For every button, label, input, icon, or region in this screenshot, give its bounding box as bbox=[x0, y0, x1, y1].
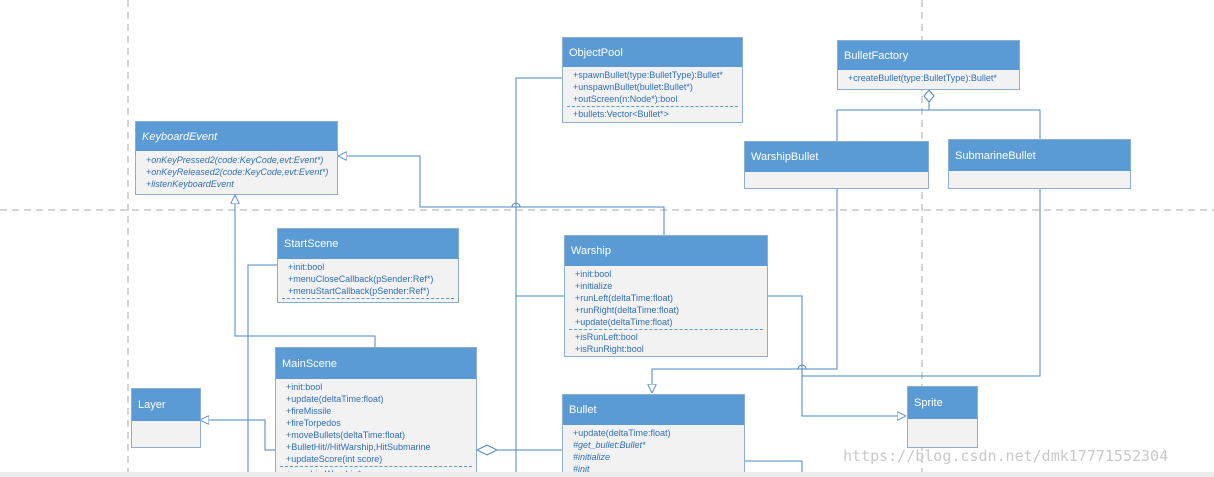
method: +runRight(deltaTime:float) bbox=[575, 305, 679, 315]
connector-bulletfactory-subclasses bbox=[836, 109, 1041, 141]
method: #init bbox=[573, 464, 590, 474]
class-warship[interactable]: Warship +init:bool +initialize +runLeft(… bbox=[564, 235, 768, 357]
member-separator bbox=[569, 329, 763, 330]
member-separator bbox=[567, 106, 738, 107]
method: #get_bullet:Bullet* bbox=[573, 440, 646, 450]
method: +fireTorpedos bbox=[286, 418, 341, 428]
method: +outScreen(n:Node*):bool bbox=[573, 94, 678, 104]
class-body: +init:bool +initialize +runLeft(deltaTim… bbox=[565, 266, 767, 356]
bottom-edge-bar bbox=[0, 472, 1214, 477]
connector-mainscene-layer bbox=[200, 420, 276, 451]
aggregation-diamond-bulletfactory bbox=[923, 89, 935, 103]
method: +fireMissile bbox=[286, 406, 332, 416]
class-body: +init:bool +menuCloseCallback(pSender:Re… bbox=[278, 259, 458, 302]
class-name: StartScene bbox=[278, 229, 458, 259]
class-name: Layer bbox=[132, 389, 200, 421]
connector-bus-objectpool bbox=[515, 77, 562, 477]
watermark: https://blog.csdn.net/dmk17771552304 bbox=[843, 447, 1169, 465]
connector-submarinebullet-bullet bbox=[802, 189, 1041, 377]
connector-warshipbullet-bullet bbox=[652, 189, 838, 393]
class-body: +createBullet(type:BulletType):Bullet* bbox=[838, 70, 1019, 86]
connector-warship-sprite bbox=[768, 295, 906, 416]
class-sprite[interactable]: Sprite bbox=[907, 386, 978, 448]
attribute: +isRunRight:bool bbox=[575, 344, 644, 354]
method: +moveBullets(deltaTime:float) bbox=[286, 430, 405, 440]
method: +menuCloseCallback(pSender:Ref*) bbox=[288, 274, 434, 284]
class-name: KeyboardEvent bbox=[136, 122, 337, 151]
class-body: +update(deltaTime:float) #get_bullet:Bul… bbox=[563, 425, 744, 477]
attribute: +isRunLeft:bool bbox=[575, 332, 638, 342]
method: #initialize bbox=[573, 452, 611, 462]
class-warshipbullet[interactable]: WarshipBullet bbox=[744, 141, 929, 189]
connector-startscene-layer bbox=[247, 264, 280, 477]
method: +runLeft(deltaTime:float) bbox=[575, 293, 673, 303]
line-jump bbox=[797, 364, 807, 370]
member-separator bbox=[282, 298, 454, 299]
method: +menuStartCallback(pSender:Ref*) bbox=[288, 286, 430, 296]
class-name: Sprite bbox=[908, 387, 977, 419]
class-startscene[interactable]: StartScene +init:bool +menuCloseCallback… bbox=[277, 228, 459, 303]
class-body: +onKeyPressed2(code:KeyCode,evt:Event*) … bbox=[136, 151, 337, 192]
method: +initialize bbox=[575, 281, 613, 291]
class-mainscene[interactable]: MainScene +init:bool +update(deltaTime:f… bbox=[275, 347, 477, 477]
method: +init:bool bbox=[286, 382, 323, 392]
method: +unspawnBullet(bullet:Bullet*) bbox=[573, 82, 693, 92]
attribute: +bullets:Vector<Bullet*> bbox=[573, 109, 669, 119]
aggregation-diamond-mainscene bbox=[475, 444, 499, 456]
class-name: Bullet bbox=[563, 395, 744, 425]
method: +update(deltaTime:float) bbox=[286, 394, 384, 404]
class-submarinebullet[interactable]: SubmarineBullet bbox=[948, 139, 1131, 189]
line-jump bbox=[511, 202, 521, 208]
connector-warship-keyboardevent bbox=[338, 156, 665, 236]
class-objectpool[interactable]: ObjectPool +spawnBullet(type:BulletType)… bbox=[562, 37, 743, 123]
class-bullet[interactable]: Bullet +update(deltaTime:float) #get_bul… bbox=[562, 394, 745, 477]
class-layer[interactable]: Layer bbox=[131, 388, 201, 448]
class-body: +spawnBullet(type:BulletType):Bullet* +u… bbox=[563, 67, 742, 122]
class-name: ObjectPool bbox=[563, 38, 742, 67]
member-separator bbox=[280, 466, 472, 467]
method: +spawnBullet(type:BulletType):Bullet* bbox=[573, 70, 723, 80]
method: +update(deltaTime:float) bbox=[575, 317, 673, 327]
class-bulletfactory[interactable]: BulletFactory +createBullet(type:BulletT… bbox=[837, 40, 1020, 90]
class-name: Warship bbox=[565, 236, 767, 266]
class-body: +init:bool +update(deltaTime:float) +fir… bbox=[276, 379, 476, 477]
method: +BulletHit//HitWarship,HitSubmarine bbox=[286, 442, 431, 452]
method: +init:bool bbox=[575, 269, 612, 279]
method: +onKeyReleased2(code:KeyCode,evt:Event*) bbox=[146, 167, 329, 177]
connector-mainscene-keyboardevent bbox=[235, 195, 376, 348]
connector-bullet-sprite bbox=[745, 460, 803, 477]
class-name: BulletFactory bbox=[838, 41, 1019, 70]
method: +createBullet(type:BulletType):Bullet* bbox=[848, 73, 997, 83]
method: +init:bool bbox=[288, 262, 325, 272]
class-name: MainScene bbox=[276, 348, 476, 379]
class-name: SubmarineBullet bbox=[949, 140, 1130, 171]
method: +update(deltaTime:float) bbox=[573, 428, 671, 438]
method: +updateScore(int score) bbox=[286, 454, 383, 464]
method: +listenKeyboardEvent bbox=[146, 179, 234, 189]
method: +onKeyPressed2(code:KeyCode,evt:Event*) bbox=[146, 155, 324, 165]
class-keyboardevent[interactable]: KeyboardEvent +onKeyPressed2(code:KeyCod… bbox=[135, 121, 338, 195]
class-name: WarshipBullet bbox=[745, 142, 928, 172]
